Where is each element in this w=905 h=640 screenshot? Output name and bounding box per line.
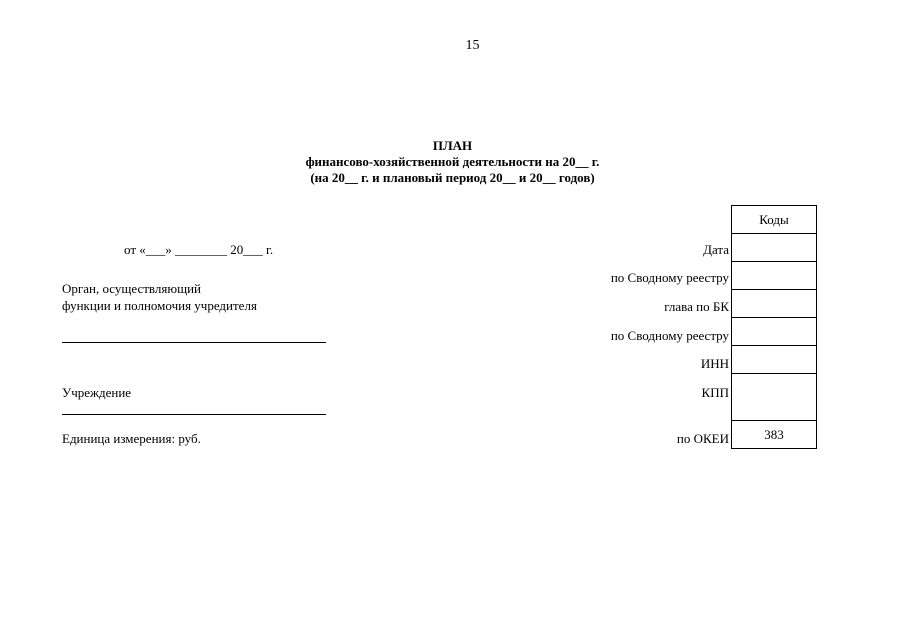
institution-blank-line [62,414,326,415]
code-cell-svod-reestr-2[interactable] [731,317,817,346]
label-glava-bk: глава по БК [664,299,729,314]
date-line: от «___» ________ 20___ г. [124,242,274,257]
label-inn: ИНН [700,356,729,371]
code-cell-date[interactable] [731,233,817,262]
label-date: Дата [703,242,729,257]
title-line-1: ПЛАН [432,138,473,153]
codes-header: Коды [731,205,817,234]
label-svod-reestr-1: по Сводному реестру [610,270,729,285]
code-cell-glava-bk[interactable] [731,289,817,318]
codes-table: Коды 383 [731,205,817,449]
title-line-2: финансово-хозяйственной деятельности на … [305,154,600,169]
label-okei: по ОКЕИ [676,431,729,446]
page-number: 15 [465,38,480,53]
code-cell-kpp[interactable] [731,373,817,421]
organ-blank-line [62,342,326,343]
code-cell-inn[interactable] [731,345,817,374]
organ-label-line-1: Орган, осуществляющий [62,281,201,296]
document-title: ПЛАН финансово-хозяйственной деятельност… [0,138,905,186]
label-svod-reestr-2: по Сводному реестру [610,328,729,343]
label-kpp: КПП [701,385,729,400]
code-cell-okei[interactable]: 383 [731,420,817,449]
organ-label-line-2: функции и полномочия учредителя [62,298,257,313]
institution-label: Учреждение [62,385,132,400]
code-cell-svod-reestr-1[interactable] [731,261,817,290]
title-line-3: (на 20__ г. и плановый период 20__ и 20_… [310,170,595,185]
unit-label: Единица измерения: руб. [62,431,201,446]
